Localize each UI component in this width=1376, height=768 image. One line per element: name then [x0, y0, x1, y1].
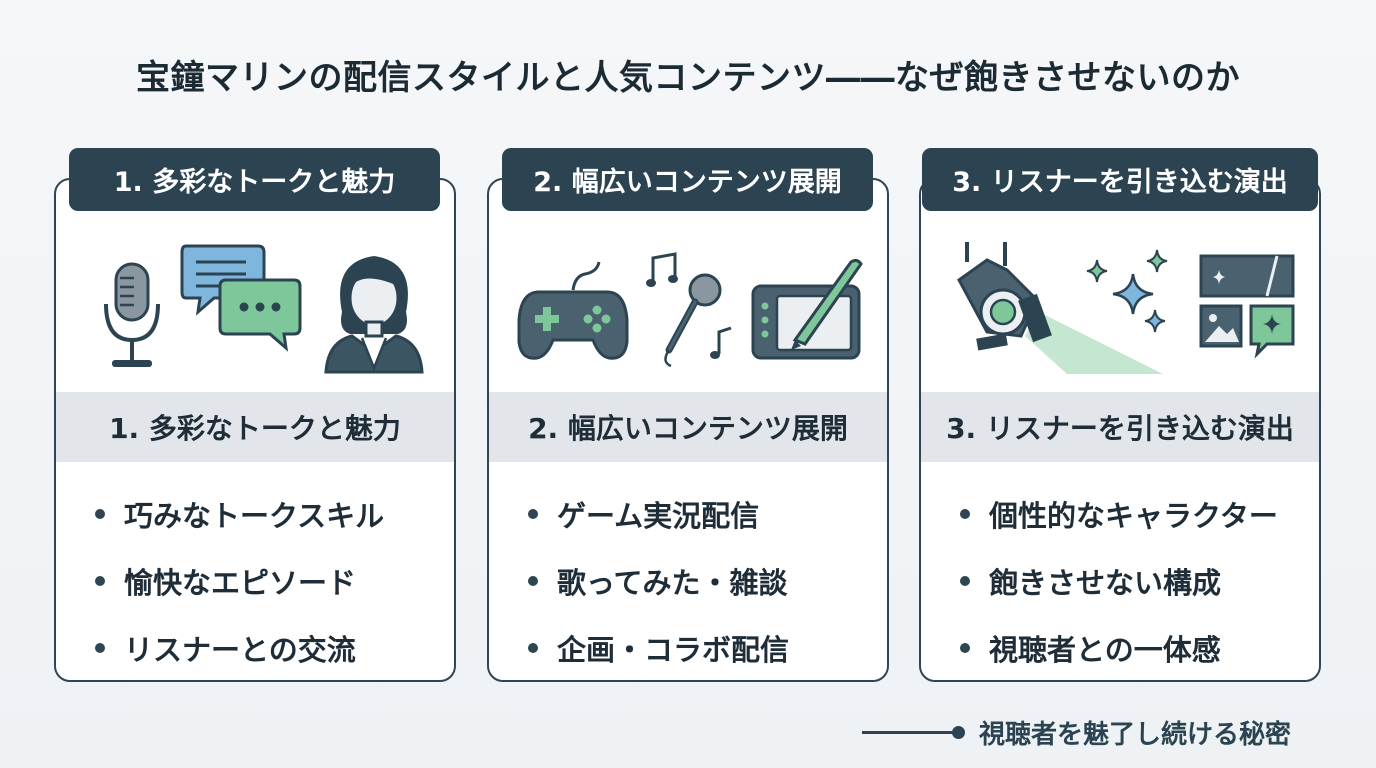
bullet-dot-icon — [528, 576, 538, 586]
bullet-dot-icon — [960, 576, 970, 586]
card-content-band: 2. 幅広いコンテンツ展開 — [489, 392, 887, 462]
card-content-bullets: ゲーム実況配信 歌ってみた・雑談 企画・コラボ配信 — [489, 480, 887, 680]
bullet-dot-icon — [528, 509, 538, 519]
card-talk-tab: 1. 多彩なトークと魅力 — [69, 148, 440, 211]
bullet-text: 個性的なキャラクター — [989, 498, 1278, 533]
bullet-text: 歌ってみた・雑談 — [557, 565, 788, 600]
list-item: 企画・コラボ配信 — [489, 614, 887, 680]
card-talk-bullets: 巧みなトークスキル 愉快なエピソード リスナーとの交流 — [56, 480, 454, 680]
bullet-dot-icon — [95, 509, 105, 519]
list-item: 歌ってみた・雑談 — [489, 547, 887, 614]
list-item: 愉快なエピソード — [56, 547, 454, 614]
card-talk-icons — [56, 220, 454, 410]
game-controller-icon — [517, 261, 629, 360]
chat-bubbles-icon — [180, 244, 302, 352]
bullet-dot-icon — [528, 643, 538, 653]
card-content-tab: 2. 幅広いコンテンツ展開 — [502, 148, 873, 211]
card-presentation: 3. リスナーを引き込む演出 個性的なキャラクター 飽きさせない構成 視聴者との… — [919, 178, 1321, 682]
footer-dot-icon — [952, 725, 965, 739]
bullet-text: 飽きさせない構成 — [989, 565, 1222, 600]
card-presentation-band: 3. リスナーを引き込む演出 — [921, 392, 1319, 462]
footer-line — [862, 730, 954, 734]
card-content-icons — [489, 220, 887, 410]
card-presentation-bullets: 個性的なキャラクター 飽きさせない構成 視聴者との一体感 — [921, 480, 1319, 680]
image-frames-icon — [1199, 254, 1295, 359]
bullet-text: 愉快なエピソード — [124, 565, 357, 600]
card-talk: 1. 多彩なトークと魅力 巧みなトークスキル 愉快なエピソード リスナーとの交流 — [54, 178, 456, 682]
microphone-icon — [104, 262, 160, 367]
spotlight-icon — [957, 242, 1163, 374]
footer-text: 視聴者を魅了し続ける秘密 — [979, 719, 1292, 750]
bullet-dot-icon — [960, 509, 970, 519]
card-presentation-tab: 3. リスナーを引き込む演出 — [922, 148, 1318, 211]
bullet-text: 企画・コラボ配信 — [557, 632, 790, 667]
list-item: 飽きさせない構成 — [921, 547, 1319, 614]
bullet-text: 巧みなトークスキル — [124, 498, 385, 533]
card-talk-band: 1. 多彩なトークと魅力 — [56, 392, 454, 462]
sparkles-icon — [1086, 249, 1168, 333]
list-item: ゲーム実況配信 — [489, 480, 887, 547]
page-title: 宝鐘マリンの配信スタイルと人気コンテンツ――なぜ飽きさせないのか — [136, 58, 1240, 98]
bullet-text: 視聴者との一体感 — [989, 632, 1221, 667]
list-item: 個性的なキャラクター — [921, 480, 1319, 547]
bullet-dot-icon — [960, 643, 970, 653]
streamer-avatar-icon — [324, 256, 424, 374]
footer-caption: 視聴者を魅了し続ける秘密 — [862, 712, 1291, 752]
drawing-tablet-icon — [751, 258, 863, 360]
bullet-text: リスナーとの交流 — [124, 632, 356, 667]
bullet-dot-icon — [95, 643, 105, 653]
card-presentation-icons — [921, 220, 1319, 410]
card-content: 2. 幅広いコンテンツ展開 ゲーム実況配信 歌ってみた・雑談 企画・コラボ配信 — [487, 178, 889, 682]
list-item: 巧みなトークスキル — [56, 480, 454, 547]
list-item: リスナーとの交流 — [56, 614, 454, 680]
bullet-dot-icon — [95, 576, 105, 586]
karaoke-mic-icon — [646, 252, 732, 368]
list-item: 視聴者との一体感 — [921, 614, 1319, 680]
bullet-text: ゲーム実況配信 — [557, 498, 760, 533]
